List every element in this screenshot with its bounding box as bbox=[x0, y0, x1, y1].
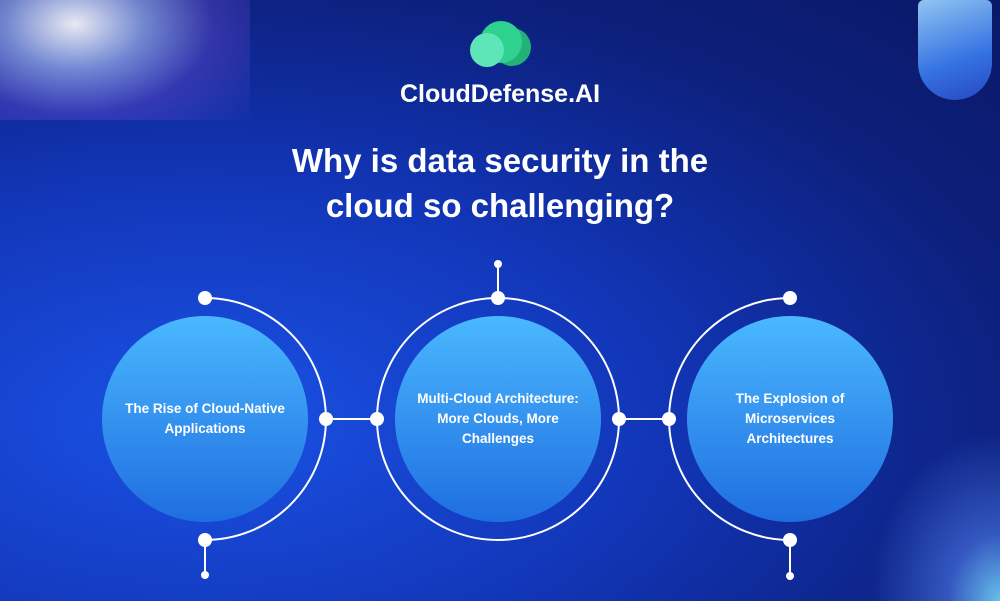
shield-icon bbox=[918, 0, 992, 100]
node bbox=[612, 412, 626, 426]
node bbox=[319, 412, 333, 426]
node bbox=[491, 291, 505, 305]
item-label-1: The Rise of Cloud-Native Applications bbox=[125, 401, 285, 436]
cloud-icon bbox=[470, 21, 531, 67]
circle-1 bbox=[102, 316, 308, 522]
node bbox=[198, 291, 212, 305]
circle-3 bbox=[687, 316, 893, 522]
node bbox=[662, 412, 676, 426]
brand-name: CloudDefense.AI bbox=[399, 80, 601, 108]
page-title: Why is data security in the cloud so cha… bbox=[0, 138, 1000, 228]
circle-2 bbox=[395, 316, 601, 522]
node bbox=[786, 572, 794, 580]
title-line-1: Why is data security in the bbox=[291, 142, 709, 179]
title-line-2: cloud so challenging? bbox=[325, 187, 675, 224]
node bbox=[783, 533, 797, 547]
nodes bbox=[198, 260, 797, 580]
decorative-glow bbox=[0, 0, 250, 120]
node bbox=[494, 260, 502, 268]
node bbox=[201, 571, 209, 579]
item-label-2: Multi-Cloud Architecture: More Clouds, M… bbox=[417, 391, 579, 446]
item-label-3: The Explosion of Microservices Architect… bbox=[735, 391, 845, 446]
node bbox=[370, 412, 384, 426]
node bbox=[198, 533, 212, 547]
node bbox=[783, 291, 797, 305]
